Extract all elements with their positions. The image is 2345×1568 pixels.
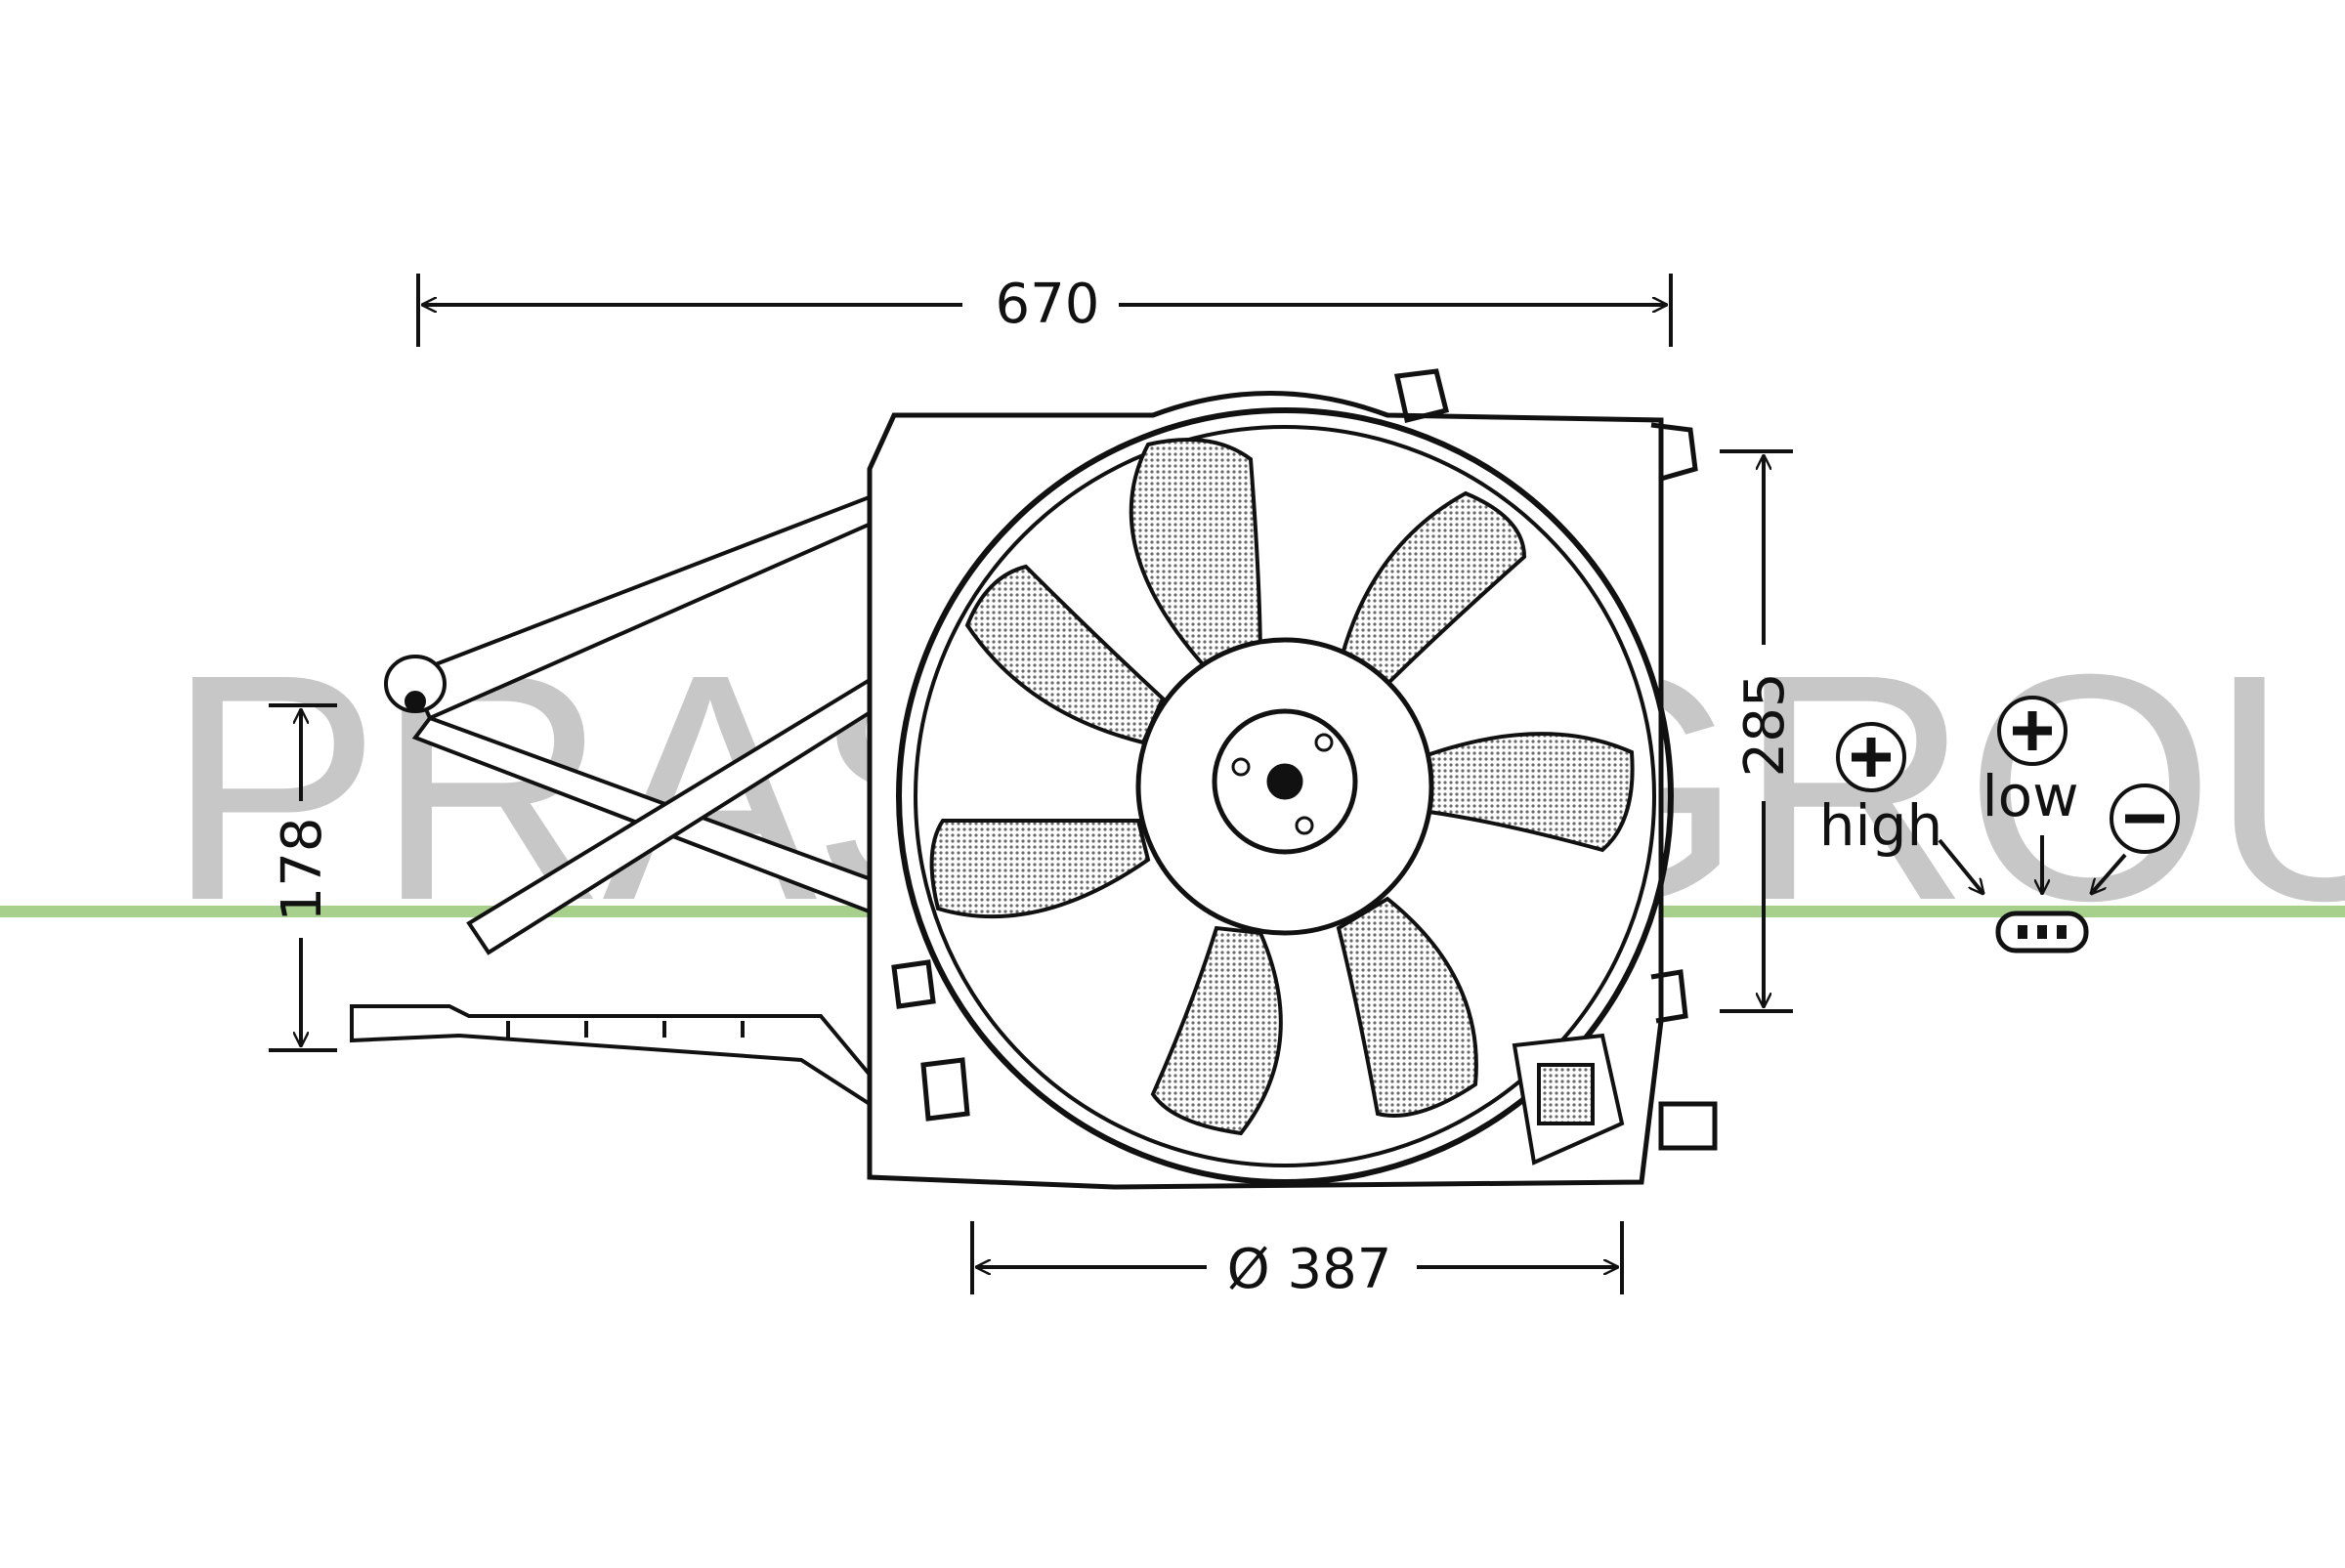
fan-ring bbox=[896, 407, 1674, 1185]
dimension-width bbox=[416, 274, 1673, 347]
fan-blade bbox=[1336, 490, 1527, 697]
plus-high-icon bbox=[1836, 722, 1906, 792]
motor-connector-block bbox=[1512, 1033, 1625, 1165]
connector-diagram: high low bbox=[1819, 696, 2180, 954]
plug-icon bbox=[1995, 911, 2089, 954]
dimension-diameter bbox=[970, 1221, 1624, 1294]
height-value: 285 bbox=[1733, 673, 1797, 778]
low-label: low bbox=[1982, 763, 2078, 829]
minus-icon bbox=[2110, 784, 2180, 854]
fan-blade bbox=[1336, 896, 1478, 1118]
width-value: 670 bbox=[996, 273, 1100, 336]
fan-blade bbox=[964, 564, 1166, 745]
dimension-bracket bbox=[269, 703, 337, 1052]
diameter-value: Ø 387 bbox=[1227, 1238, 1392, 1301]
fan-blades bbox=[929, 438, 1635, 1136]
fan-blade bbox=[1420, 732, 1635, 853]
connector-arrows bbox=[1938, 835, 2127, 894]
bracket-height-value: 178 bbox=[271, 818, 334, 922]
fan-blade bbox=[1150, 925, 1283, 1136]
fan-blade bbox=[929, 818, 1151, 919]
dimension-height bbox=[1720, 449, 1793, 1013]
plus-low-icon bbox=[1997, 696, 2068, 766]
fan-hub bbox=[1135, 637, 1434, 936]
fan-blade bbox=[1129, 438, 1263, 677]
high-label: high bbox=[1819, 792, 1942, 859]
